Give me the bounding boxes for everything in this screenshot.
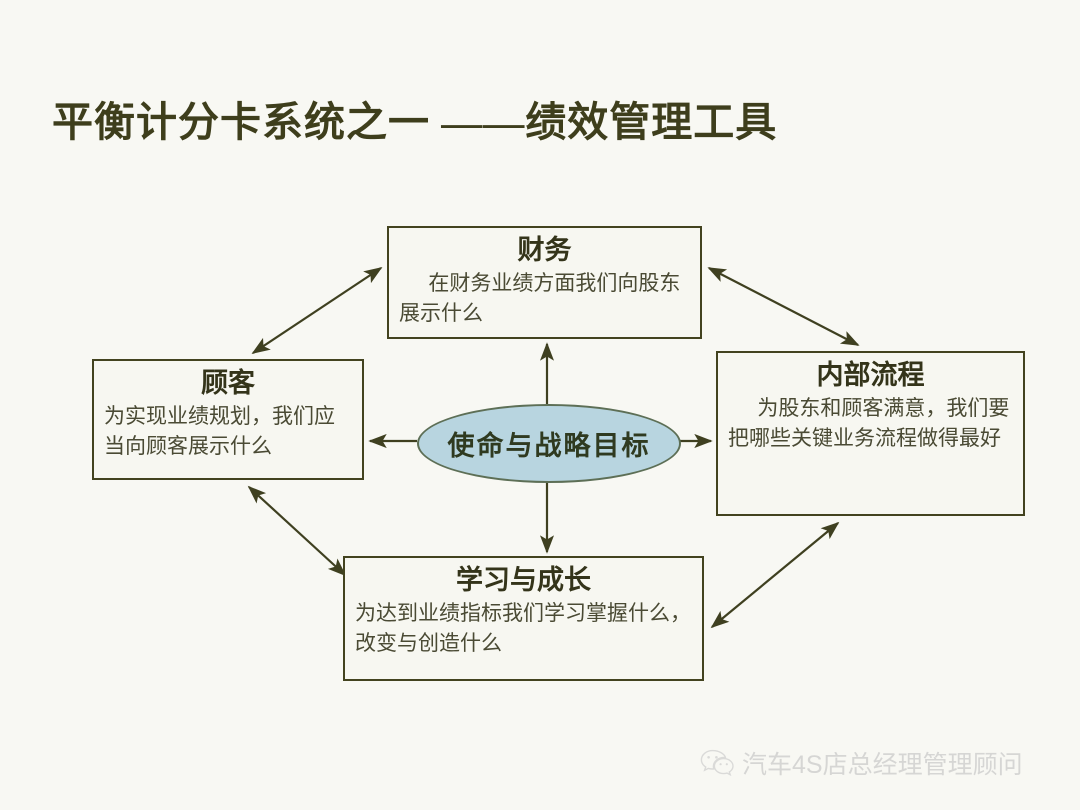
page-title: 平衡计分卡系统之一 ——绩效管理工具 — [52, 99, 778, 145]
wechat-icon — [700, 749, 734, 777]
connector-finance-process — [707, 267, 860, 346]
perspective-body-internal-process: 为股东和顾客满意，我们要把哪些关键业务流程做得最好 — [728, 395, 1010, 450]
perspective-box-finance[interactable]: 财务 在财务业绩方面我们向股东展示什么 — [387, 226, 702, 339]
footer-text: 汽车4S店总经理管理顾问 — [742, 751, 1023, 779]
connector-learning-process — [710, 521, 840, 629]
footer-watermark: 汽车4S店总经理管理顾问 — [700, 745, 1023, 781]
perspective-title-customer: 顾客 — [201, 368, 255, 398]
center-ellipse-label: 使命与战略目标 — [447, 431, 651, 461]
perspective-title-finance: 财务 — [517, 235, 572, 265]
center-ellipse-mission[interactable]: 使命与战略目标 — [417, 404, 681, 483]
connector-customer-finance — [251, 267, 383, 354]
perspective-title-learning-growth: 学习与成长 — [456, 565, 591, 595]
connector-customer-learning — [247, 485, 347, 577]
perspective-box-learning-growth[interactable]: 学习与成长 为达到业绩指标我们学习掌握什么，改变与创造什么 — [343, 556, 704, 681]
perspective-body-finance: 在财务业绩方面我们向股东展示什么 — [399, 270, 681, 325]
perspective-title-internal-process: 内部流程 — [816, 360, 925, 390]
perspective-body-customer: 为实现业绩规划，我们应当向顾客展示什么 — [104, 403, 335, 458]
perspective-box-customer[interactable]: 顾客 为实现业绩规划，我们应当向顾客展示什么 — [92, 359, 364, 480]
perspective-box-internal-process[interactable]: 内部流程 为股东和顾客满意，我们要把哪些关键业务流程做得最好 — [716, 351, 1025, 516]
perspective-body-learning-growth: 为达到业绩指标我们学习掌握什么，改变与创造什么 — [355, 600, 691, 655]
